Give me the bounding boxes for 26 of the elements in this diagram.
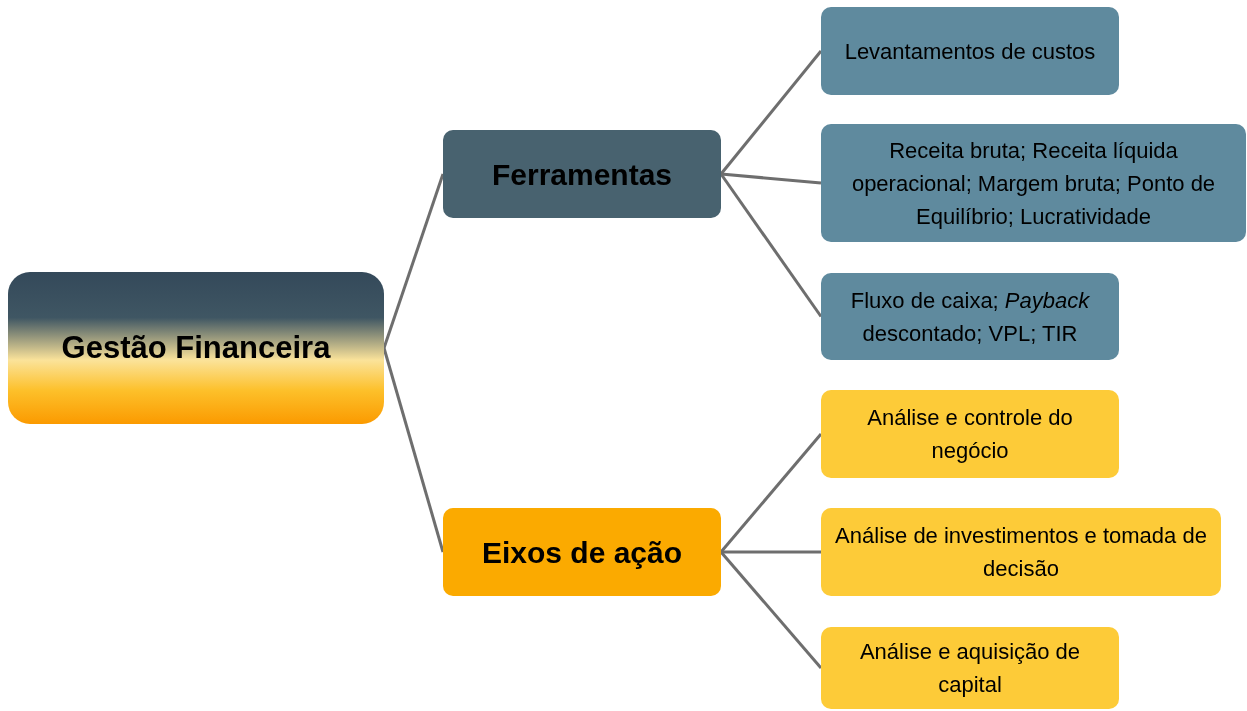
connector-line <box>719 173 823 318</box>
subtopic-box <box>821 7 1119 95</box>
connector-line <box>719 50 823 175</box>
topic-text: Receita bruta; Receita líquida operacional; Margem bruta; Ponto de Equilíbrio; Lucratividade <box>850 136 1217 231</box>
subtopic-box <box>821 390 1119 478</box>
branch-topic-box <box>443 130 721 218</box>
topic-text: Análise e aquisição de capital <box>858 638 1082 699</box>
topic-text: Levantamentos de custos <box>844 37 1096 66</box>
connector-line <box>721 550 821 554</box>
topic-text: Análise de investimentos e tomada de decisão <box>835 522 1207 583</box>
connector-line <box>382 173 445 349</box>
connector-line <box>719 551 823 669</box>
topic-text: Gestão Financeira <box>61 328 331 367</box>
connector-line <box>382 347 445 553</box>
root-topic-box <box>8 272 384 424</box>
topic-text: Ferramentas <box>491 156 673 193</box>
branch-topic-box <box>443 508 721 596</box>
subtopic-box <box>821 508 1221 596</box>
subtopic-box <box>821 273 1119 360</box>
subtopic-box <box>821 124 1246 242</box>
subtopic-box <box>821 627 1119 709</box>
connector-line <box>720 172 822 185</box>
topic-text: Análise e controle do negócio <box>866 404 1074 465</box>
topic-text: Eixos de ação <box>481 534 683 571</box>
connector-line <box>719 433 823 553</box>
topic-text: Fluxo de caixa; Payback descontado; VPL; TIR <box>849 286 1091 348</box>
